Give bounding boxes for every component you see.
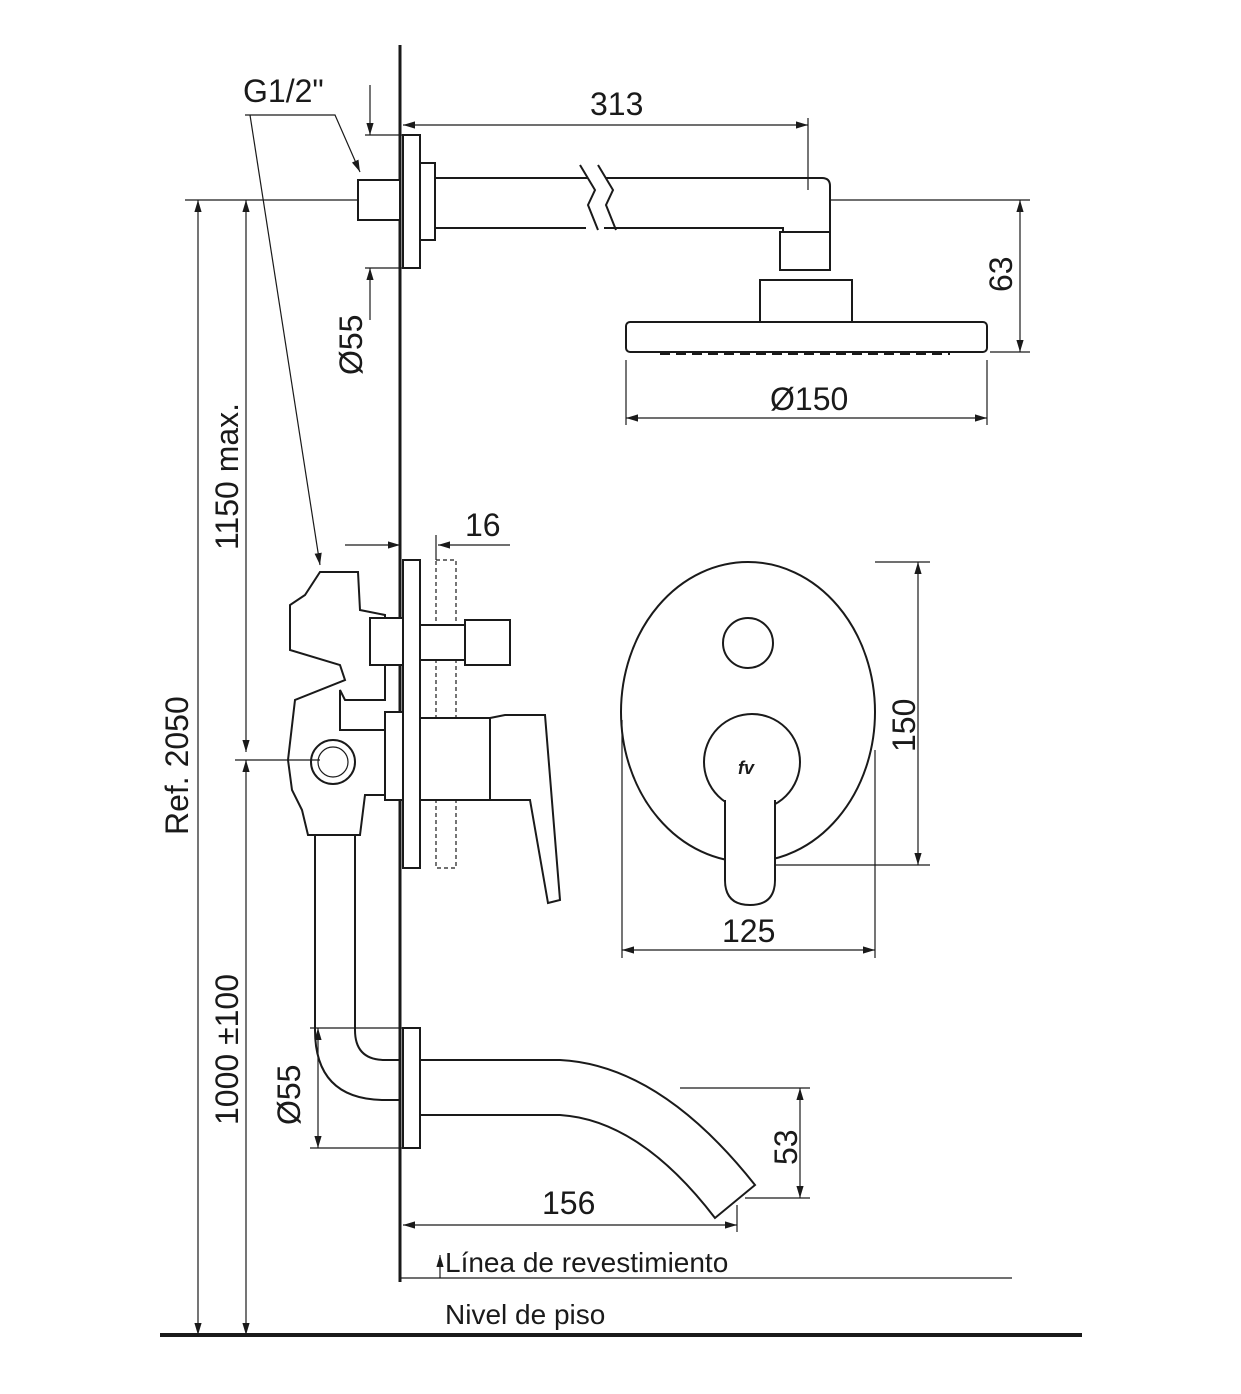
spout	[402, 1027, 757, 1220]
head-height-label: 63	[983, 256, 1019, 292]
reference-height-label: Ref. 2050	[159, 696, 195, 835]
plate-height-label: 150	[886, 699, 922, 752]
flange-top-label: Ø55	[333, 315, 369, 375]
valve-side-view	[286, 559, 562, 1101]
floor-level-label: Nivel de piso	[445, 1299, 605, 1330]
max-height-label: 1150 max.	[209, 403, 245, 550]
cladding-line-label: Línea de revestimiento	[445, 1247, 728, 1278]
spout-drop-label: 53	[768, 1129, 804, 1165]
flange-bottom-label: Ø55	[271, 1065, 307, 1125]
shower-arm-assembly	[357, 134, 988, 355]
plate-width-label: 125	[722, 913, 775, 949]
arm-length-label: 313	[590, 86, 643, 122]
dimension-lines	[185, 85, 1030, 1335]
spout-length-label: 156	[542, 1185, 595, 1221]
head-diameter-label: Ø150	[770, 381, 848, 417]
brand-logo: fv	[738, 758, 755, 778]
thread-label: G1/2"	[243, 73, 324, 109]
valve-height-label: 1000 ±100	[209, 974, 245, 1125]
plate-depth-label: 16	[465, 507, 501, 543]
valve-front-view: fv	[620, 561, 876, 907]
